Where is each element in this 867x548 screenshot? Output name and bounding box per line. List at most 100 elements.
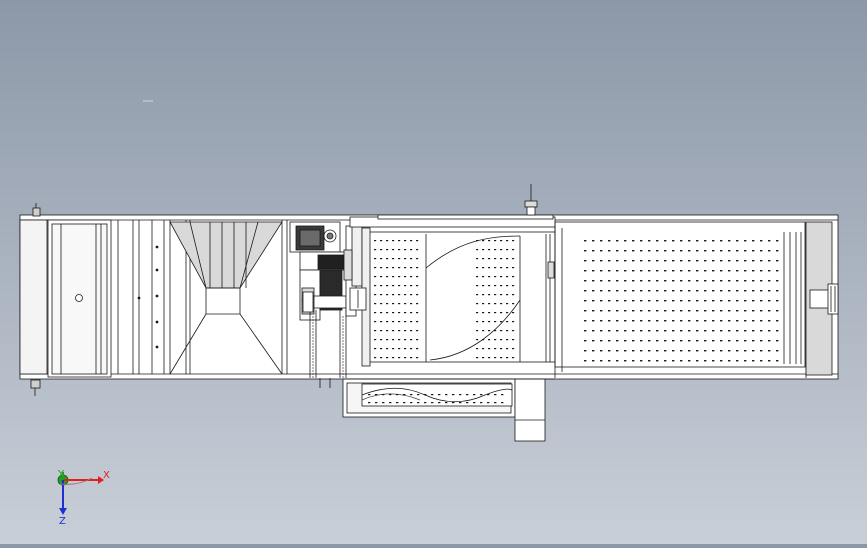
perforation-hole [648, 270, 651, 272]
perforation-hole [506, 348, 509, 350]
perforation-hole [736, 240, 739, 242]
perforation-hole [720, 330, 723, 332]
perforation-hole [592, 330, 595, 332]
perforation-hole [487, 402, 490, 404]
perforation-hole [616, 290, 619, 292]
perforation-hole [386, 294, 389, 296]
perforation-hole [648, 350, 651, 352]
perforation-hole [712, 350, 715, 352]
perforation-hole [392, 339, 395, 341]
perforation-hole [410, 339, 413, 341]
perforation-hole [760, 360, 763, 362]
perforation-hole [487, 394, 490, 396]
perforation-hole [416, 357, 419, 359]
perforation-hole [512, 321, 515, 323]
perforation-hole [744, 300, 747, 302]
perforation-hole [624, 300, 627, 302]
perforation-hole [410, 294, 413, 296]
perforation-hole [380, 258, 383, 260]
perforation-hole [712, 270, 715, 272]
perforation-hole [445, 402, 448, 404]
perforation-hole [482, 285, 485, 287]
perforation-hole [494, 276, 497, 278]
perforation-hole [374, 321, 377, 323]
perforation-hole [482, 267, 485, 269]
perforation-hole [374, 267, 377, 269]
perforation-hole [500, 357, 503, 359]
perforation-hole [410, 357, 413, 359]
z-axis-arrowhead [59, 508, 67, 515]
perforation-hole [736, 360, 739, 362]
perforation-hole [664, 240, 667, 242]
perforation-hole [506, 312, 509, 314]
perforation-hole [500, 267, 503, 269]
perforation-hole [452, 402, 455, 404]
perforation-hole [776, 320, 779, 322]
perforation-hole [512, 267, 515, 269]
perforation-hole [656, 320, 659, 322]
perforation-hole [744, 240, 747, 242]
perforation-hole [512, 276, 515, 278]
perforation-hole [744, 320, 747, 322]
perforation-hole [720, 350, 723, 352]
perforation-hole [382, 402, 385, 404]
perforation-hole [656, 310, 659, 312]
perforation-hole [752, 300, 755, 302]
perforation-hole [616, 350, 619, 352]
perforation-hole [752, 310, 755, 312]
perforation-hole [392, 348, 395, 350]
perforation-hole [500, 339, 503, 341]
left-end-plate [19, 219, 48, 375]
perforation-hole [680, 240, 683, 242]
perforation-hole [424, 402, 427, 404]
perforation-hole [476, 276, 479, 278]
perforation-hole [760, 300, 763, 302]
perforation-hole [640, 360, 643, 362]
perforation-hole [380, 312, 383, 314]
perforation-hole [648, 320, 651, 322]
perforation-hole [482, 258, 485, 260]
machine-assembly[interactable] [19, 184, 839, 442]
perforation-hole [704, 360, 707, 362]
perforation-hole [760, 350, 763, 352]
perforation-hole [656, 330, 659, 332]
perforation-hole [744, 340, 747, 342]
perforated-drum-left [361, 227, 556, 367]
perforation-hole [672, 250, 675, 252]
perforation-hole [500, 321, 503, 323]
perforation-hole [512, 339, 515, 341]
perforation-hole [592, 270, 595, 272]
perforation-hole [680, 270, 683, 272]
perforation-hole [386, 339, 389, 341]
perforation-hole [592, 260, 595, 262]
perforation-hole [476, 285, 479, 287]
perforation-hole [398, 348, 401, 350]
perforation-hole [380, 294, 383, 296]
perforation-hole [506, 258, 509, 260]
perforation-hole [488, 357, 491, 359]
perforation-hole [736, 280, 739, 282]
perforation-hole [752, 280, 755, 282]
perforation-hole [696, 310, 699, 312]
perforation-hole [600, 320, 603, 322]
perforation-hole [728, 340, 731, 342]
perforation-hole [648, 310, 651, 312]
drum-mid-perforations [476, 240, 515, 359]
perforation-hole [672, 340, 675, 342]
perforation-hole [392, 285, 395, 287]
hopper-funnel [169, 221, 283, 375]
perforation-hole [488, 348, 491, 350]
perforation-hole [392, 330, 395, 332]
perforation-hole [386, 276, 389, 278]
perforation-hole [512, 294, 515, 296]
perforation-hole [466, 402, 469, 404]
perforation-hole [500, 348, 503, 350]
perforation-hole [600, 250, 603, 252]
perforation-hole [720, 360, 723, 362]
perforation-hole [488, 258, 491, 260]
perforation-hole [688, 250, 691, 252]
perforation-hole [624, 310, 627, 312]
perforation-hole [616, 360, 619, 362]
perforation-hole [392, 294, 395, 296]
